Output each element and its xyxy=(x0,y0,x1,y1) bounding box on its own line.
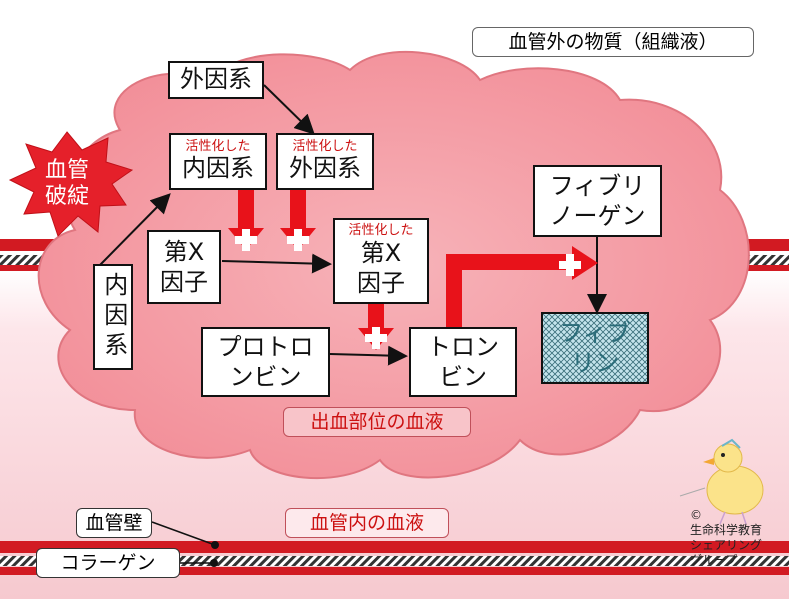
arrow-extrinsic-to-activated xyxy=(263,84,315,135)
copyright-text: © 生命科学教育 シェアリング グループ xyxy=(690,508,763,567)
vessel-wall-dot xyxy=(211,541,219,549)
intrinsic-vertical-box: 内因系 xyxy=(93,264,133,370)
plus-icon xyxy=(235,229,257,251)
thrombin-box: トロン ビン xyxy=(409,327,517,397)
activated-tag: 活性化した xyxy=(348,222,414,238)
red-arrow-thrombin xyxy=(446,246,598,330)
lower-vessel-wall xyxy=(0,541,789,575)
extrinsic-factor-box: 外因系 xyxy=(168,61,264,99)
prothrombin-box: プロトロ ンビン xyxy=(201,327,330,397)
factor-x-box: 第X 因子 xyxy=(147,230,221,304)
chick-mascot-icon xyxy=(679,438,764,525)
activated-tag: 活性化した xyxy=(292,139,358,155)
plus-icon xyxy=(559,254,581,276)
intravascular-blood-label: 血管内の血液 xyxy=(285,508,449,538)
extrinsic-factor-text: 外因系 xyxy=(180,65,252,94)
prothrombin-text: プロトロ ンビン xyxy=(217,333,314,391)
outside-tissue-fluid-label: 血管外の物質（組織液） xyxy=(472,27,754,57)
factor-x-text: 第X 因子 xyxy=(160,238,208,296)
fibrin-box: フィブ リン xyxy=(541,312,649,384)
thrombin-text: トロン ビン xyxy=(427,333,499,391)
plus-icon xyxy=(287,229,309,251)
activated-intrinsic-box: 活性化した 内因系 xyxy=(169,133,267,190)
activated-factor-x-name: 第X 因子 xyxy=(357,239,405,298)
fibrinogen-box: フィブリ ノーゲン xyxy=(533,165,662,237)
activated-factor-x-box: 活性化した 第X 因子 xyxy=(333,218,429,304)
intrinsic-vertical-text: 内因系 xyxy=(99,272,128,362)
fibrin-text: フィブ リン xyxy=(559,319,631,377)
fibrin-crosshatch xyxy=(543,314,647,382)
arrow-prothrombin-to-thrombin xyxy=(329,345,408,366)
activated-extrinsic-name: 外因系 xyxy=(289,154,361,183)
activated-extrinsic-box: 活性化した 外因系 xyxy=(276,133,374,190)
collagen-label: コラーゲン xyxy=(36,548,180,578)
plus-icon xyxy=(365,327,387,349)
bleeding-label: 血管破綻 xyxy=(45,157,89,208)
arrow-factorx-to-activated xyxy=(221,253,332,274)
bleeding-burst-icon xyxy=(8,131,134,237)
activated-intrinsic-name: 内因系 xyxy=(182,154,254,183)
vessel-wall-label: 血管壁 xyxy=(76,508,152,538)
activated-tag: 活性化した xyxy=(185,139,251,155)
arrow-intrinsic-to-activated xyxy=(99,193,171,266)
fibrinogen-text: フィブリ ノーゲン xyxy=(549,172,646,230)
bleeding-site-blood-label: 出血部位の血液 xyxy=(283,407,471,437)
collagen-dot xyxy=(210,559,218,567)
vessel-wall-leader xyxy=(151,521,216,546)
